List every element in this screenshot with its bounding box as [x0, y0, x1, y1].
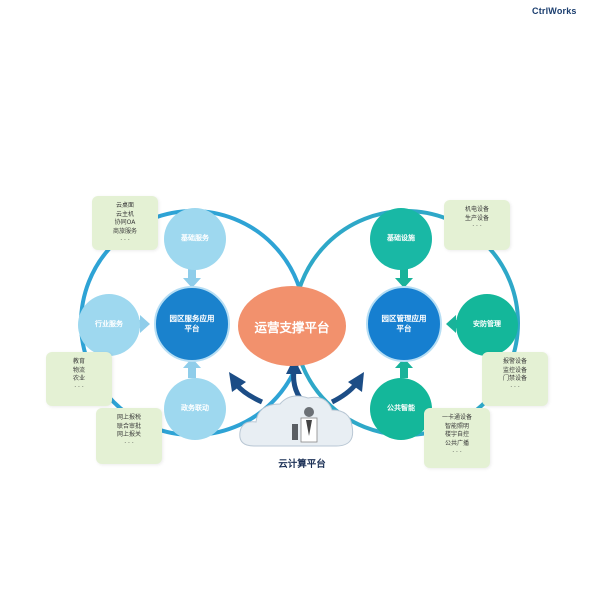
park-management-platform: 园区管理应用平台	[366, 286, 442, 362]
server-person-icon	[292, 407, 318, 443]
note-government-linkage: 网上报税 联合审批 网上报关 · · ·	[96, 408, 162, 464]
operations-support-hub: 运营支撑平台	[238, 286, 346, 366]
note-basic-services: 云桌面 云主机 协同OA 商旅服务 · · ·	[92, 196, 158, 250]
note-item: · · ·	[510, 384, 520, 392]
note-item: · · ·	[74, 384, 84, 392]
arrow-down-left-top	[183, 268, 201, 288]
park-management-platform-line2: 平台	[396, 324, 412, 333]
note-item: 农业	[72, 375, 85, 383]
arrow-cloud-to-hub	[291, 369, 303, 400]
arrow-right-left	[130, 315, 150, 333]
park-service-platform-line1: 园区服务应用	[169, 313, 215, 323]
cloud-icon	[239, 395, 354, 447]
note-item: · · ·	[124, 440, 134, 448]
brand-logo: CtrlWorks	[532, 6, 577, 16]
park-management-platform-line1: 园区管理应用	[381, 313, 427, 323]
note-item: 报警设备	[502, 358, 527, 365]
node-basic-services: 基础服务	[164, 208, 226, 270]
note-item: 云桌面	[115, 202, 134, 209]
node-infrastructure: 基础设施	[370, 208, 432, 270]
arrow-up-left-bottom	[183, 358, 201, 378]
node-security-management: 安防管理	[456, 294, 518, 356]
cloud-computing-label: 云计算平台	[278, 459, 326, 470]
node-industry-services: 行业服务	[78, 294, 140, 356]
arrow-up-right-bottom	[395, 358, 413, 378]
arrow-cloud-to-right	[330, 382, 358, 405]
note-item: 生产设备	[464, 214, 489, 222]
arrow-down-right-top	[395, 268, 413, 288]
note-item: 网上报税	[116, 414, 141, 421]
note-public-intelligence: 一卡通设备 智能照明 楼宇自控 公共广播 · · ·	[424, 408, 490, 468]
note-item: 物流	[72, 366, 85, 374]
note-item: 云主机	[115, 210, 134, 218]
park-service-platform: 园区服务应用平台	[154, 286, 230, 362]
note-item: 门禁设备	[502, 375, 527, 383]
note-item: 监控设备	[502, 366, 527, 374]
note-item: 公共广播	[444, 440, 469, 448]
note-item: 一卡通设备	[441, 414, 472, 421]
note-item: 楼宇自控	[444, 431, 469, 439]
note-item: 机电设备	[464, 206, 489, 213]
note-industry-services: 教育 物流 农业 · · ·	[46, 352, 112, 406]
note-item: 协同OA	[114, 219, 136, 227]
note-infrastructure: 机电设备 生产设备 · · ·	[444, 200, 510, 250]
note-item: · · ·	[472, 223, 482, 231]
note-item: · · ·	[120, 236, 130, 244]
note-security-management: 报警设备 监控设备 门禁设备 · · ·	[482, 352, 548, 406]
arrow-cloud-to-left	[234, 382, 264, 405]
note-item: 商旅服务	[112, 228, 137, 236]
note-item: 智能照明	[444, 422, 469, 430]
note-item: 联合审批	[116, 422, 141, 430]
node-government-linkage: 政务联动	[164, 378, 226, 440]
note-item: 网上报关	[116, 431, 141, 439]
park-service-platform-line2: 平台	[184, 324, 200, 333]
note-item: · · ·	[452, 448, 462, 456]
node-public-intelligence: 公共智能	[370, 378, 432, 440]
note-item: 教育	[72, 358, 85, 365]
